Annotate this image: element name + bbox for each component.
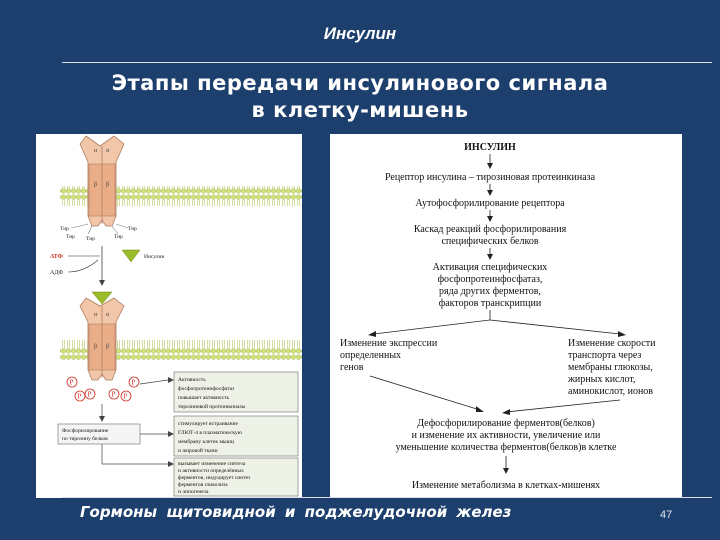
transport-line-3: мембраны глюкозы, — [568, 362, 653, 373]
bound-insulin — [91, 291, 113, 305]
dephosphorylation-line-2: и изменение их активности, увеличение ил… — [412, 430, 601, 441]
receptor-active: α α β β P P P P P P — [60, 291, 302, 402]
footer-text: Гормоны щитовидной и поджелудочной желез — [80, 503, 512, 521]
tyr-label-1: Тир — [60, 226, 69, 232]
beta-label-4: β — [106, 344, 109, 350]
box3-line-4: ферментов гликолиза — [178, 481, 228, 488]
step-activation-line-4: факторов транскрипции — [439, 298, 542, 309]
phospho-1: P — [70, 379, 74, 387]
dephosphorylation-line-1: Дефосфорилирование ферментов(белков) — [417, 418, 595, 429]
effect-box-2: стимулирует встраивание ГЛЮТ-4 в плазмат… — [173, 415, 299, 457]
dephosphorylation-line-3: уменьшение количества ферментов(белков)в… — [396, 442, 617, 453]
header-divider — [62, 62, 712, 63]
branch-arrows — [368, 310, 626, 337]
beta-label-2: β — [106, 182, 109, 188]
gene-expression-line-3: генов — [340, 362, 364, 373]
box2-line-3: мембрану клеток мышц — [178, 438, 234, 445]
transport-line-4: жирных кислот, — [567, 374, 635, 385]
signal-cascade-flowchart: ИНСУЛИН Рецептор инсулина – тирозиновая … — [340, 142, 656, 491]
slide-title-line-2: в клетку-мишень — [251, 98, 469, 122]
insulin-molecule — [121, 249, 141, 263]
phospho-3: P — [88, 391, 92, 399]
box2-line-2: ГЛЮТ-4 в плазматическую — [178, 430, 242, 436]
phospho-5: P — [124, 393, 128, 401]
insulin-label: Инсулин — [144, 254, 164, 260]
gene-expression-line-2: определенных — [340, 350, 401, 361]
phosphate-groups: P P P P P P — [66, 376, 140, 402]
slide-title-line-1: Этапы передачи инсулинового сигнала — [111, 71, 609, 95]
transport-line-5: аминокислот, ионов — [568, 386, 653, 397]
side-box-line-2: по тирозину белков — [62, 435, 108, 442]
alpha-label-2: α — [106, 148, 110, 154]
signal-arrows — [99, 377, 174, 467]
box3-line-1: вызывает изменение синтеза — [178, 461, 246, 467]
step-cascade-line-2: специфических белков — [441, 236, 538, 247]
metabolism-change: Изменение метаболизма в клетках-мишенях — [412, 480, 600, 491]
page-number: 47 — [660, 509, 673, 521]
box3-line-3: ферментов, индуцирует синтез — [178, 474, 250, 481]
merge-arrows — [369, 375, 621, 415]
tyr-label-4: Тир — [114, 234, 123, 240]
phospho-2: P — [78, 393, 82, 401]
step-autophosphorylation: Аутофосфорилирование рецептора — [415, 198, 565, 209]
tyr-label-5: Тир — [128, 226, 137, 232]
beta-label-1: β — [94, 182, 97, 188]
membrane-lower — [60, 340, 302, 360]
alpha-label-1: α — [94, 148, 98, 154]
box1-line-2: фосфопротеинфосфатаз — [178, 385, 234, 392]
step-activation-line-3: ряда других ферментов, — [439, 286, 541, 297]
box2-line-4: и жировой ткани — [178, 447, 218, 454]
phospho-4: P — [112, 391, 116, 399]
step-receptor: Рецептор инсулина – тирозиновая протеинк… — [385, 172, 596, 183]
tyr-label-2: Тир — [66, 234, 75, 240]
step-activation-line-2: фосфопротеинфосфатаз, — [438, 274, 543, 285]
receptor-inactive: α α β β Тир Тир Тир Тир Тир — [60, 135, 302, 242]
transport-line-2: транспорта через — [568, 350, 641, 361]
box3-line-5: и липогенеза — [178, 489, 209, 495]
header-title: Инсулин — [323, 24, 397, 43]
alpha-label-4: α — [106, 312, 110, 318]
phosphorylation-box: Фосфорилирование по тирозину белков — [57, 423, 141, 445]
membrane-upper — [60, 186, 302, 206]
receptor-diagram: α α β β Тир Тир Тир Тир Тир АТФ Инсулин — [50, 135, 302, 497]
effect-box-1: Активность фосфопротеинфосфатаз повышает… — [173, 371, 299, 413]
phospho-6: P — [132, 379, 136, 387]
insulin-binding: АТФ Инсулин АДФ — [50, 246, 164, 286]
gene-expression-line-1: Изменение экспрессии — [340, 338, 438, 349]
adp-label: АДФ — [50, 270, 63, 276]
signal-cascade-panel: ИНСУЛИН Рецептор инсулина – тирозиновая … — [330, 134, 682, 498]
box1-line-3: повышает активность — [178, 395, 230, 401]
box3-line-2: и активности определённых — [178, 468, 244, 474]
step-activation-line-1: Активация специфических — [433, 262, 548, 273]
box2-line-1: стимулирует встраивание — [178, 421, 239, 427]
footer-divider — [62, 497, 712, 498]
box1-line-4: тирозиновой протеинкиназы — [178, 403, 246, 410]
effect-box-3: вызывает изменение синтеза и активности … — [173, 457, 299, 497]
transport-line-1: Изменение скорости — [568, 338, 656, 349]
side-box-line-1: Фосфорилирование — [62, 427, 109, 434]
step-cascade-line-1: Каскад реакций фосфорилирования — [414, 224, 567, 235]
box1-line-1: Активность — [178, 377, 206, 383]
beta-label-3: β — [94, 344, 97, 350]
atp-label: АТФ — [50, 254, 63, 260]
cascade-title: ИНСУЛИН — [464, 142, 516, 153]
slide-title: Этапы передачи инсулинового сигнала в кл… — [40, 70, 680, 124]
tyr-label-3: Тир — [86, 236, 95, 242]
alpha-label-3: α — [94, 312, 98, 318]
receptor-diagram-panel: α α β β Тир Тир Тир Тир Тир АТФ Инсулин — [36, 134, 302, 498]
